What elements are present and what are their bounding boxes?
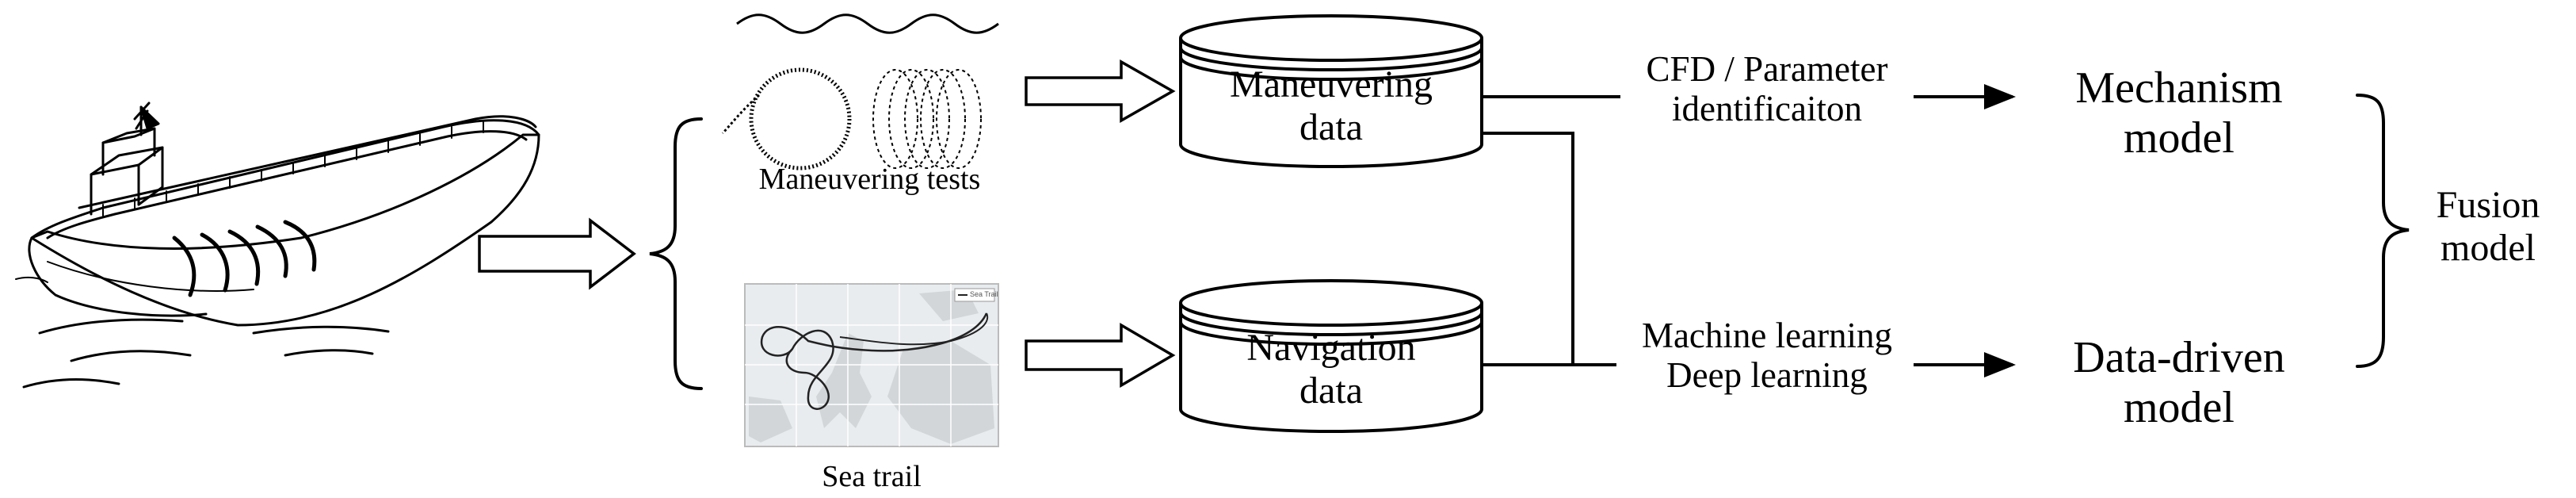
inputs-brace — [649, 117, 703, 390]
navigation-data-cylinder — [1179, 279, 1483, 433]
maneuvering-data-label: Maneuvering data — [1230, 63, 1433, 148]
mechanism-model-label: Mechanism model — [2075, 63, 2283, 163]
maneuvering-tests-icon — [721, 13, 999, 170]
data-driven-model-label: Data-driven model — [2073, 333, 2285, 432]
learning-edge-label: Machine learning Deep learning — [1641, 316, 1893, 396]
map-legend-label: Sea Trail — [970, 290, 998, 298]
ship-icon — [15, 102, 540, 389]
maneuvering-tests-caption: Maneuvering tests — [758, 163, 981, 196]
maneuvering-data-cylinder — [1179, 14, 1483, 168]
models-brace — [2356, 94, 2410, 368]
maneuvering-to-db-arrow — [1025, 59, 1176, 124]
cfd-parameter-edge-label: CFD / Parameter identificaiton — [1646, 49, 1888, 129]
fusion-model-label: Fusion model — [2436, 184, 2540, 269]
navigation-data-label: Navigation data — [1246, 327, 1416, 412]
sea-trail-caption: Sea trail — [822, 460, 922, 493]
maneuvering-to-datadriven-line — [1482, 132, 1574, 365]
seatrail-to-db-arrow — [1025, 322, 1176, 389]
sea-trail-map-icon — [744, 283, 999, 447]
ship-to-inputs-arrow — [478, 217, 636, 290]
